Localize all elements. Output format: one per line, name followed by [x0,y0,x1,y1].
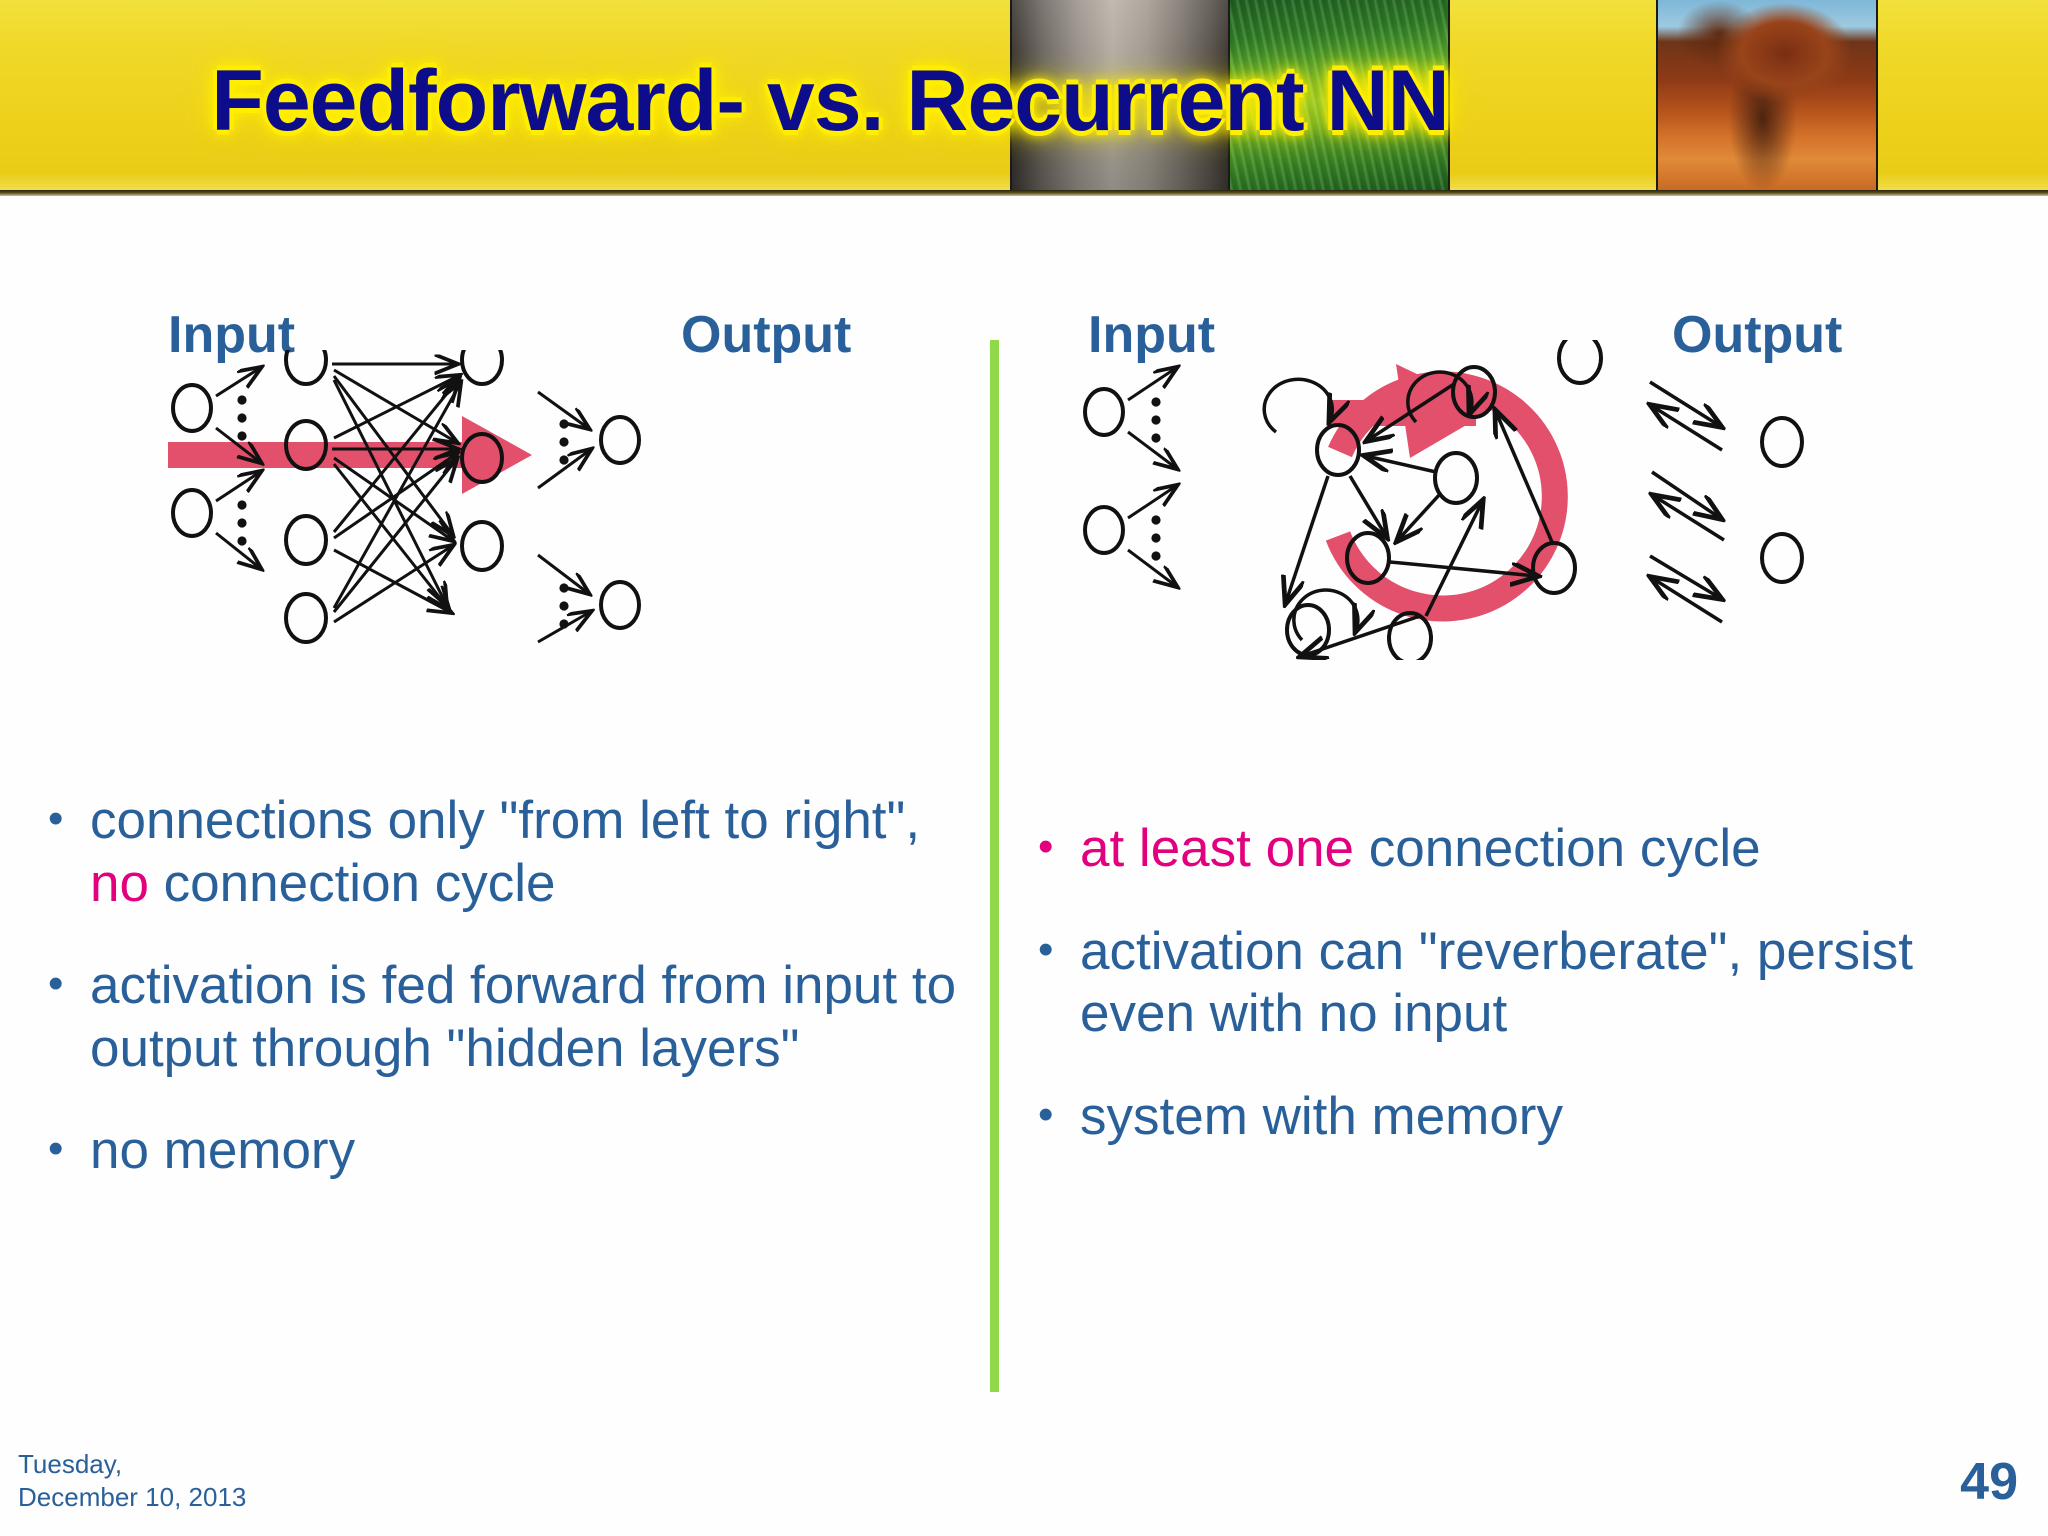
left-bullet-list: • connections only "from left to right",… [48,790,978,1223]
bullet-text: system with memory [1080,1086,1563,1146]
output-nodes [599,415,641,630]
input-ellipsis-dots [1151,397,1161,561]
list-item: • system with memory [1038,1086,2028,1149]
list-item: • at least one connection cycle [1038,818,2028,881]
recurrent-connections [1286,382,1554,656]
page-number: 49 [1960,1453,2018,1511]
list-item: • activation is fed forward from input t… [48,955,978,1080]
output-nodes [1760,416,1804,584]
left-input-label: Input [168,306,296,364]
right-input-label: Input [1088,306,1216,364]
green-grass-photo [1228,0,1450,190]
bullet-glyph: • [48,1124,64,1174]
date-full: December 10, 2013 [18,1482,247,1513]
output-ellipsis-dots [559,419,569,629]
input-nodes [171,383,213,538]
date-weekday: Tuesday, [18,1449,123,1479]
hidden-layer-nodes [284,334,328,644]
right-output-label: Output [1672,306,1843,364]
list-item: • connections only "from left to right",… [48,790,978,915]
slide-title: Feedforward- vs. Recurrent NN [211,53,1449,149]
slide-date: Tuesday, December 10, 2013 [18,1448,246,1515]
self-loop-arrows [1262,370,1472,642]
input-nodes [1083,387,1125,555]
header-bottom-rule [0,190,2048,196]
output-bidirectional-arrows [1650,380,1724,624]
input-fan-arrows [215,368,260,568]
pink-cycle-arrow [1325,364,1568,622]
concrete-wall-photo [1010,0,1232,190]
recurrent-network-diagram [1080,331,1980,665]
bullet-text: no memory [90,1121,356,1181]
bullet-glyph: • [48,794,64,843]
bullet-text: activation can "reverberate", persist ev… [1080,921,1914,1044]
pink-forward-arrow [168,416,532,494]
column-divider [990,340,999,1392]
bullet-glyph: • [1038,822,1054,871]
input-fan-arrows [1127,368,1176,586]
list-item: • activation can "reverberate", persist … [1038,921,2028,1046]
bullet-text: activation is fed forward from input to … [90,956,957,1078]
top-output-node [1557,331,1603,385]
bullet-glyph: • [48,959,64,1009]
bullet-text: at least one connection cycle [1080,819,1761,878]
bullet-text: connections only "from left to right", n… [90,791,921,913]
left-output-label: Output [681,306,852,364]
list-item: • no memory [48,1120,978,1183]
slide-header-band [0,0,2048,196]
bullet-glyph: • [1038,1089,1054,1139]
bullet-glyph: • [1038,924,1054,974]
autumn-tree-photo [1656,0,1878,190]
right-bullet-list: • at least one connection cycle • activa… [1038,818,2028,1188]
hidden-to-output-connections [332,364,460,624]
feedforward-network-diagram [160,334,820,650]
input-ellipsis-dots [237,395,247,546]
